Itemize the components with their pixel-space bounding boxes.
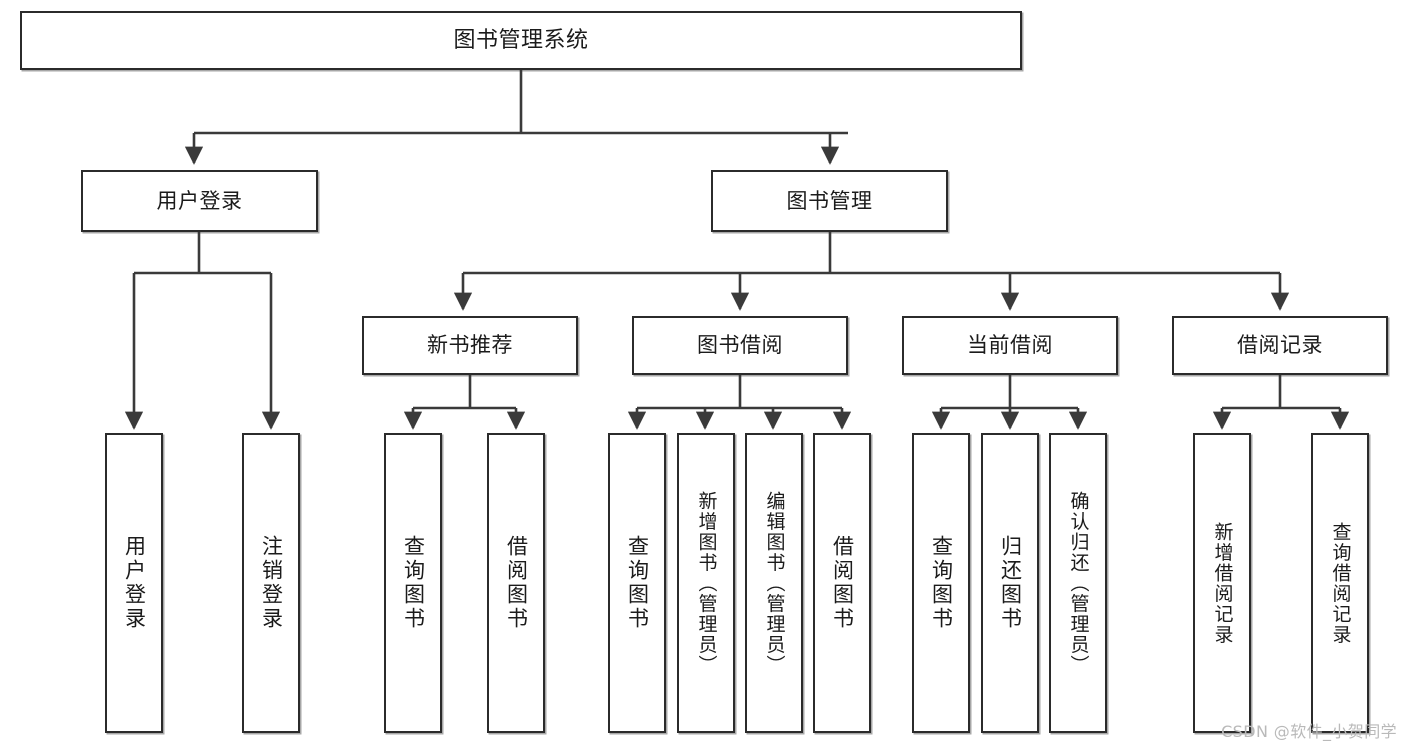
node-leaf-query-book-1[interactable]: 查询图书 xyxy=(384,433,442,733)
node-new-book-rec[interactable]: 新书推荐 xyxy=(362,316,578,375)
node-leaf-borrow-book-1[interactable]: 借阅图书 xyxy=(487,433,545,733)
node-leaf-logout-label: 注销登录 xyxy=(259,535,284,631)
node-leaf-confirm-return[interactable]: 确认归还（管理员） xyxy=(1049,433,1107,733)
node-book-borrow[interactable]: 图书借阅 xyxy=(632,316,848,375)
node-root-label: 图书管理系统 xyxy=(453,27,589,53)
node-leaf-add-record[interactable]: 新增借阅记录 xyxy=(1193,433,1251,733)
node-leaf-confirm-return-label: 确认归还（管理员） xyxy=(1067,490,1090,676)
node-book-manage[interactable]: 图书管理 xyxy=(711,170,948,232)
node-leaf-add-book[interactable]: 新增图书（管理员） xyxy=(677,433,735,733)
node-root[interactable]: 图书管理系统 xyxy=(20,11,1022,70)
node-leaf-query-book-2[interactable]: 查询图书 xyxy=(608,433,666,733)
watermark-text: CSDN @软件_小贺同学 xyxy=(1221,722,1397,741)
node-user-login-label: 用户登录 xyxy=(156,188,243,213)
node-leaf-query-book-3-label: 查询图书 xyxy=(929,535,954,631)
node-leaf-query-record-label: 查询借阅记录 xyxy=(1329,521,1352,645)
node-user-login[interactable]: 用户登录 xyxy=(81,170,318,232)
node-leaf-query-record[interactable]: 查询借阅记录 xyxy=(1311,433,1369,733)
node-leaf-edit-book-label: 编辑图书（管理员） xyxy=(763,490,786,676)
node-leaf-add-record-label: 新增借阅记录 xyxy=(1211,521,1234,645)
node-leaf-return-book[interactable]: 归还图书 xyxy=(981,433,1039,733)
node-leaf-borrow-book-2[interactable]: 借阅图书 xyxy=(813,433,871,733)
node-leaf-query-book-3[interactable]: 查询图书 xyxy=(912,433,970,733)
node-book-manage-label: 图书管理 xyxy=(786,188,873,213)
node-leaf-borrow-book-1-label: 借阅图书 xyxy=(504,535,529,631)
node-current-borrow-label: 当前借阅 xyxy=(967,333,1053,358)
node-current-borrow[interactable]: 当前借阅 xyxy=(902,316,1118,375)
node-leaf-edit-book[interactable]: 编辑图书（管理员） xyxy=(745,433,803,733)
node-leaf-return-book-label: 归还图书 xyxy=(998,535,1023,631)
node-leaf-borrow-book-2-label: 借阅图书 xyxy=(830,535,855,631)
node-leaf-user-login[interactable]: 用户登录 xyxy=(105,433,163,733)
node-leaf-query-book-2-label: 查询图书 xyxy=(625,535,650,631)
node-borrow-record[interactable]: 借阅记录 xyxy=(1172,316,1388,375)
node-new-book-rec-label: 新书推荐 xyxy=(427,333,513,358)
node-leaf-user-login-label: 用户登录 xyxy=(122,535,147,631)
node-leaf-logout[interactable]: 注销登录 xyxy=(242,433,300,733)
node-book-borrow-label: 图书借阅 xyxy=(697,333,783,358)
node-leaf-query-book-1-label: 查询图书 xyxy=(401,535,426,631)
node-leaf-add-book-label: 新增图书（管理员） xyxy=(695,490,718,676)
node-borrow-record-label: 借阅记录 xyxy=(1237,333,1323,358)
